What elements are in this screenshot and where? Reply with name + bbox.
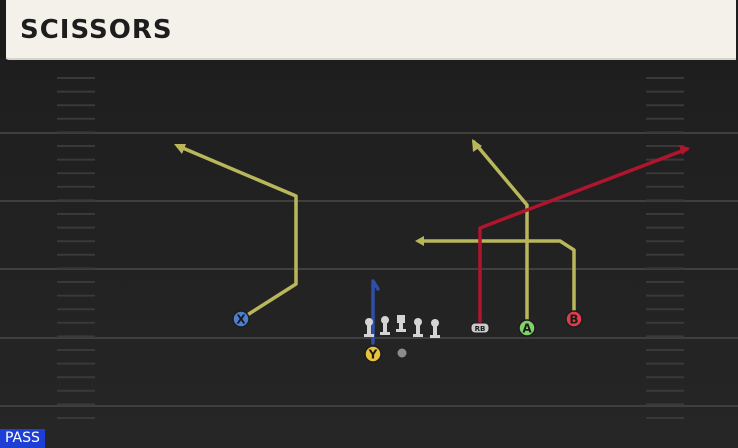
lineman-marker	[380, 316, 390, 335]
route-arrowheads	[174, 139, 690, 246]
route-a-post	[472, 140, 529, 329]
player-x-label: X	[236, 313, 246, 327]
hash-marks	[57, 77, 684, 419]
player-y-label: Y	[368, 348, 378, 362]
route-x-post-corner	[176, 144, 298, 321]
player-x[interactable]: X	[232, 310, 250, 328]
route-rb-wheel	[478, 147, 689, 328]
lineman-marker	[364, 318, 374, 337]
arrowhead-rb	[679, 145, 690, 155]
arrowhead-x	[174, 144, 186, 154]
player-b-label: B	[569, 313, 578, 327]
play-type-badge: PASS	[0, 429, 45, 448]
route-y-block	[371, 279, 380, 345]
play-title: SCISSORS	[20, 15, 173, 45]
lineman-marker	[413, 318, 423, 337]
player-b[interactable]: B	[565, 310, 583, 328]
arrowhead-b	[415, 236, 424, 246]
lineman-marker	[430, 319, 440, 338]
player-a-label: A	[522, 322, 532, 336]
player-rb-label: RB	[475, 325, 486, 333]
yard-lines	[0, 132, 738, 407]
offensive-line	[364, 315, 440, 338]
player-y[interactable]: Y	[364, 345, 382, 363]
routes	[176, 140, 689, 345]
qb-marker	[397, 348, 407, 358]
player-a[interactable]: A	[518, 319, 536, 337]
player-rb[interactable]: RB	[470, 322, 490, 334]
center-marker	[396, 315, 406, 332]
arrowhead-a	[472, 139, 482, 152]
play-title-bar: SCISSORS	[0, 0, 736, 58]
route-b-in	[417, 239, 576, 320]
